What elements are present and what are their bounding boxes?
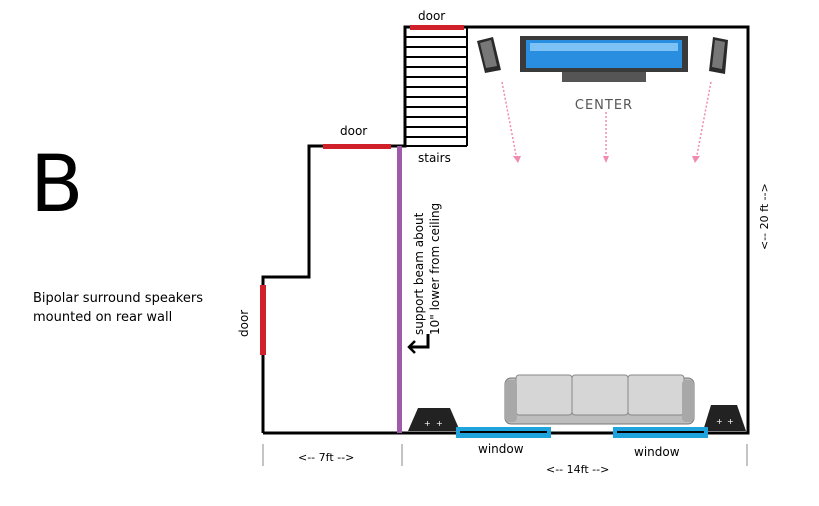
stairs-label: stairs bbox=[418, 151, 451, 165]
speaker-icon: + + bbox=[408, 408, 460, 431]
sofa-icon bbox=[504, 374, 695, 425]
surround-note-line2: mounted on rear wall bbox=[33, 310, 172, 325]
speaker-icon bbox=[477, 37, 501, 73]
door-mid-label: door bbox=[340, 124, 367, 138]
room-walls bbox=[261, 25, 750, 435]
window-left-label: window bbox=[478, 442, 524, 456]
svg-text:+: + bbox=[424, 419, 431, 428]
dim-left-width: <-- 7ft --> bbox=[298, 451, 354, 464]
dim-right-width: <-- 14ft --> bbox=[546, 463, 609, 476]
plan-letter: B bbox=[30, 140, 84, 230]
dimension-ticks bbox=[262, 444, 748, 466]
dim-depth: <-- 20 ft --> bbox=[758, 183, 771, 250]
door-top-label: door bbox=[418, 9, 445, 23]
speaker-icon bbox=[709, 37, 728, 74]
beam-label-line2: 10" lower from ceiling bbox=[428, 203, 442, 335]
speaker-icon: + + bbox=[703, 405, 746, 431]
window-right-label: window bbox=[634, 445, 680, 459]
svg-text:+: + bbox=[727, 417, 734, 426]
support-beam bbox=[397, 146, 402, 433]
sound-arrowheads bbox=[513, 156, 700, 163]
svg-text:+: + bbox=[716, 417, 723, 426]
surround-note-line1: Bipolar surround speakers bbox=[33, 291, 203, 306]
stairs bbox=[404, 27, 468, 147]
door-mid bbox=[323, 144, 391, 149]
sound-lines bbox=[501, 81, 712, 161]
door-side-label: door bbox=[237, 310, 251, 337]
svg-text:+: + bbox=[436, 419, 443, 428]
tv-icon bbox=[520, 36, 688, 82]
return-arrow-icon bbox=[407, 334, 430, 354]
door-top bbox=[410, 25, 464, 30]
center-label: CENTER bbox=[575, 98, 633, 113]
beam-label-line1: support beam about bbox=[412, 212, 426, 335]
door-side bbox=[260, 285, 266, 355]
